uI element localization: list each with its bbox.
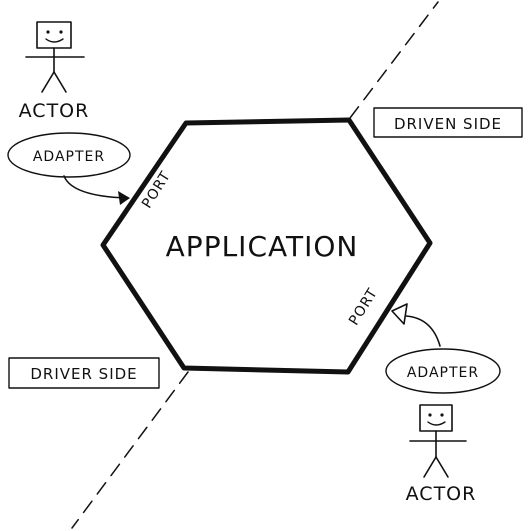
actor-stick-figure-icon <box>409 404 467 478</box>
driven-side-box: DRIVEN SIDE <box>373 107 523 138</box>
port-label: PORT <box>139 168 174 211</box>
actor-label: ACTOR <box>19 100 90 122</box>
side-separator-lines <box>71 1 439 529</box>
actor-label: ACTOR <box>406 483 477 505</box>
actor-stick-figure-icon <box>25 21 85 93</box>
actor-top-left: ACTOR ADAPTER PORT <box>7 21 174 211</box>
driver-side-box: DRIVER SIDE <box>8 357 160 389</box>
actor-bottom-right: PORT ADAPTER ACTOR <box>346 285 501 505</box>
application-hexagon <box>100 117 433 375</box>
port-to-adapter-arrow <box>405 315 441 347</box>
adapter-ellipse <box>385 348 501 394</box>
adapter-label: ADAPTER <box>407 365 479 381</box>
driven-side-frame <box>373 107 523 138</box>
application-label: APPLICATION <box>166 230 359 263</box>
adapter-label: ADAPTER <box>33 149 105 165</box>
arrowhead-icon <box>118 191 130 205</box>
separator-line-top <box>349 1 439 119</box>
driver-side-frame <box>8 357 160 389</box>
separator-line-bottom <box>71 371 189 529</box>
adapter-ellipse <box>7 132 131 178</box>
hollow-arrowhead-icon <box>391 303 408 325</box>
port-label: PORT <box>346 285 381 328</box>
adapter-to-port-arrow <box>63 175 127 199</box>
driver-side-label: DRIVER SIDE <box>30 365 137 383</box>
driven-side-label: DRIVEN SIDE <box>394 115 502 133</box>
